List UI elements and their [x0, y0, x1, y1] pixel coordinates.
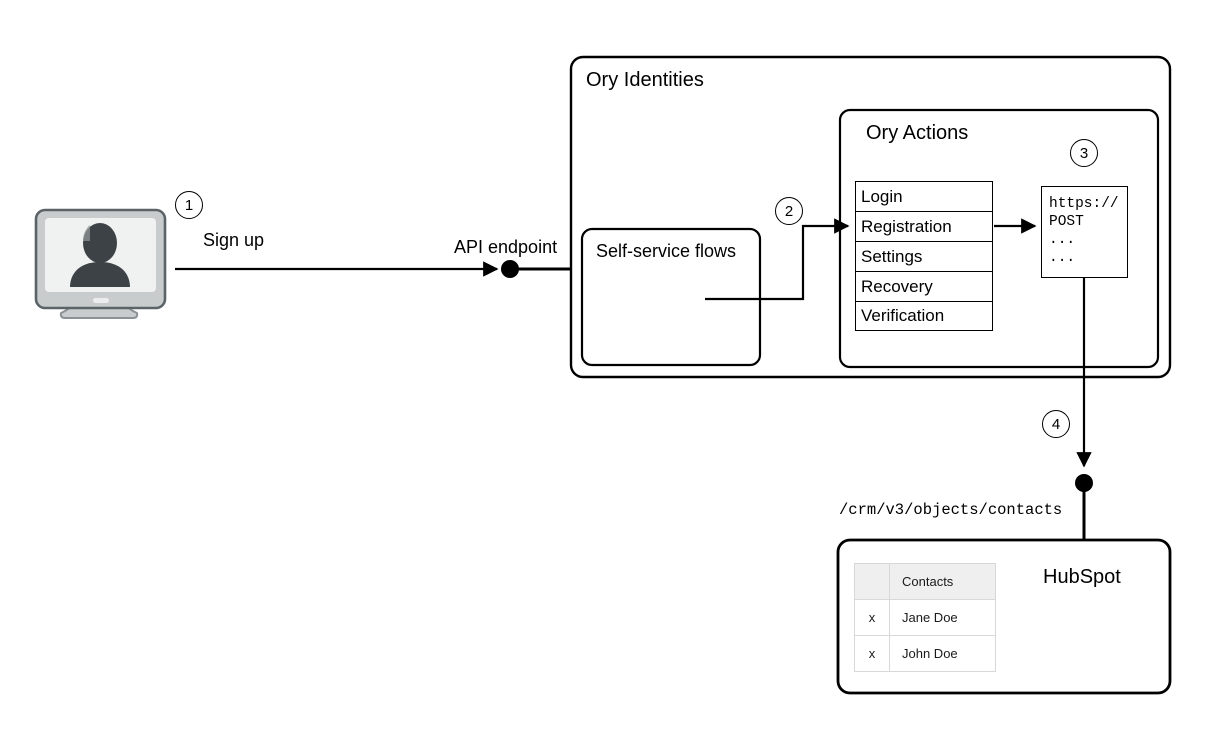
table-cell-name: Jane Doe	[889, 599, 996, 636]
self-service-flows-title: Self-service flows	[596, 241, 737, 261]
contacts-table: Contacts x Jane Doe x John Doe	[854, 563, 996, 672]
api-endpoint-dot	[501, 260, 519, 278]
webhook-line-ellipsis-2: ...	[1049, 250, 1076, 266]
flow-row-verification-label: Verification	[861, 306, 945, 325]
hubspot-title: HubSpot	[1043, 566, 1121, 588]
api-endpoint-label: API endpoint	[454, 237, 558, 257]
table-row[interactable]: x John Doe	[854, 635, 996, 672]
hubspot-endpoint-path: /crm/v3/objects/contacts	[839, 501, 1063, 519]
signup-label: Sign up	[203, 230, 265, 250]
webhook-line-ellipsis-1: ...	[1049, 232, 1076, 248]
flow-row-recovery-label: Recovery	[861, 276, 933, 296]
flow-row-settings[interactable]: Settings	[855, 241, 993, 271]
table-row[interactable]: x Jane Doe	[854, 599, 996, 636]
step-badge-3: 3	[1070, 139, 1098, 167]
step-badge-1: 1	[175, 191, 203, 219]
flow-row-registration-label: Registration	[861, 216, 952, 236]
table-header-select	[854, 563, 890, 600]
flows-to-registration-connector	[705, 218, 850, 301]
table-header-row: Contacts	[854, 563, 996, 600]
self-service-flows-box	[580, 227, 762, 367]
table-cell-select[interactable]: x	[854, 599, 890, 636]
step-badge-4: 4	[1042, 410, 1070, 438]
flow-row-settings-label: Settings	[861, 246, 923, 266]
flow-row-login[interactable]: Login	[855, 181, 993, 211]
webhook-line-url: https://	[1049, 196, 1119, 212]
flow-row-registration[interactable]: Registration	[855, 211, 993, 241]
table-cell-name: John Doe	[889, 635, 996, 672]
ory-actions-flow-list: Login Registration Settings Recovery Ver…	[855, 181, 993, 331]
flow-row-login-label: Login	[861, 186, 903, 206]
ory-identities-title: Ory Identities	[586, 69, 704, 91]
step-badge-2: 2	[775, 197, 803, 225]
flow-row-verification[interactable]: Verification	[855, 301, 993, 331]
webhook-line-method: POST	[1049, 214, 1084, 230]
table-cell-select[interactable]: x	[854, 635, 890, 672]
table-header-contacts: Contacts	[889, 563, 996, 600]
webhook-payload-box: https:// POST ... ...	[1041, 186, 1128, 278]
ory-actions-title: Ory Actions	[866, 122, 969, 144]
flow-row-recovery[interactable]: Recovery	[855, 271, 993, 301]
monitor-user-icon	[34, 208, 167, 319]
hubspot-endpoint-dot	[1075, 474, 1093, 492]
